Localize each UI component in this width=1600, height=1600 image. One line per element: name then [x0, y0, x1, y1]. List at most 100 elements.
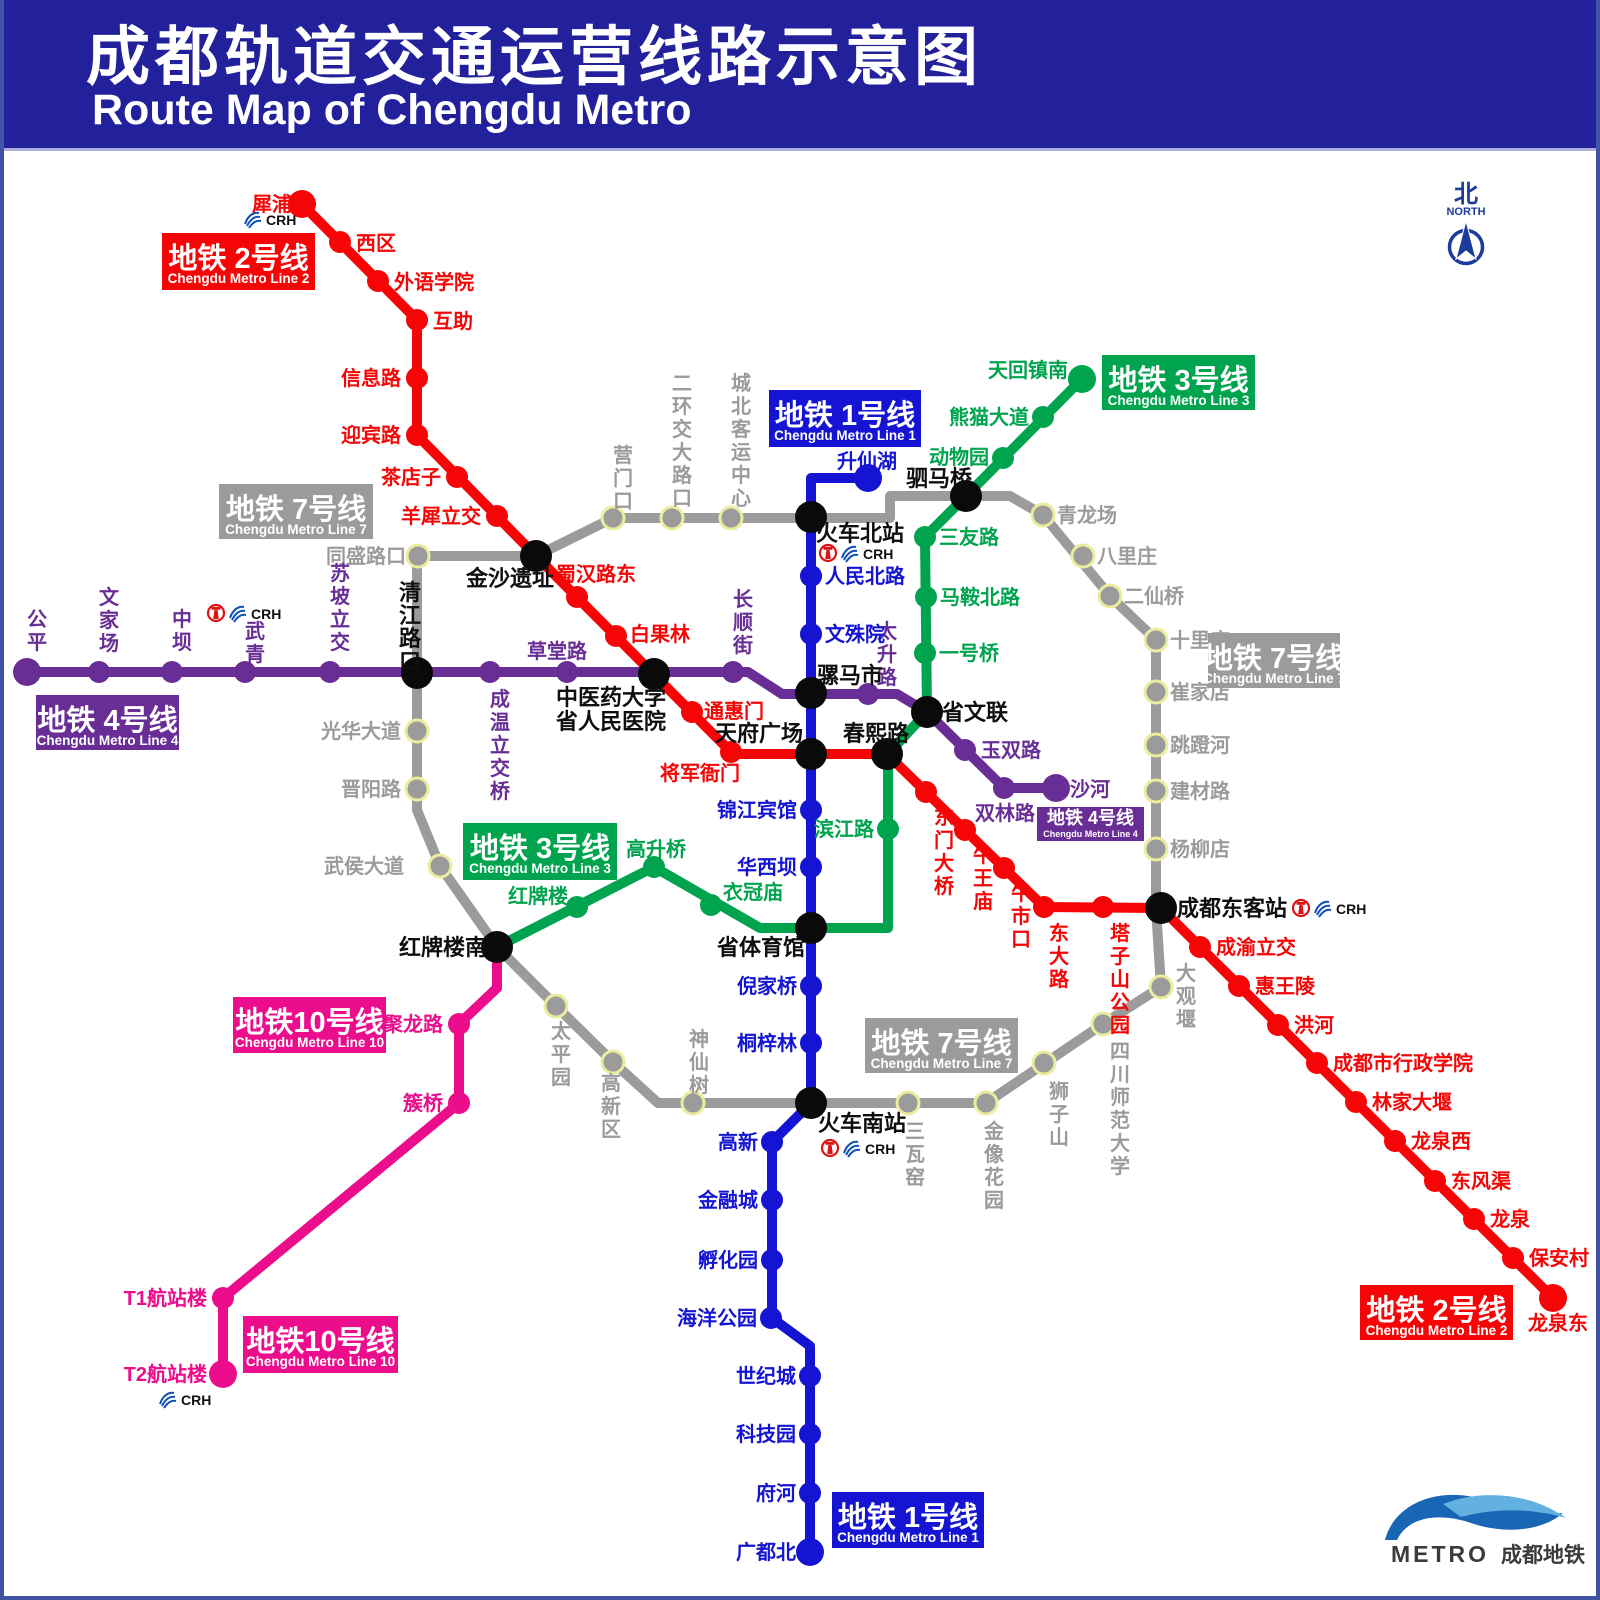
crh-swoosh-icon [841, 545, 859, 563]
line-badge-en: Chengdu Metro Line 7 [225, 522, 367, 537]
station-label-跳蹬河: 跳蹬河 [1170, 733, 1230, 757]
railway-icon [820, 1138, 840, 1158]
line-badge-zh: 地铁 7号线 [871, 1027, 1011, 1060]
station-dot-杨柳店 [1143, 836, 1169, 862]
station-dot-马鞍北路 [915, 586, 937, 608]
crh-swoosh-icon [244, 211, 262, 229]
station-label-衣冠庙: 衣冠庙 [723, 880, 783, 904]
station-dot-高新 [761, 1131, 783, 1153]
station-dot-成渝立交 [1189, 936, 1211, 958]
station-dot-光华大道 [404, 718, 430, 744]
station-label-火车南站: 火车南站 [818, 1111, 906, 1136]
station-dot-十里店 [1143, 627, 1169, 653]
station-label-牛市口: 牛市口 [1011, 881, 1031, 951]
station-label-高升桥: 高升桥 [626, 837, 687, 861]
line-badge-en: Chengdu Metro Line 7 [1203, 671, 1345, 686]
station-dot-城北客运中心 [718, 505, 744, 531]
station-label-海洋公园: 海洋公园 [677, 1306, 757, 1330]
station-label-长顺街: 长顺街 [732, 588, 754, 657]
station-label-科技园: 科技园 [736, 1422, 796, 1446]
station-dot-升仙湖 [854, 464, 882, 492]
rail-crh-icon-成都东客站: CRH [1291, 898, 1366, 918]
station-dot-将军衙门 [720, 741, 742, 763]
station-label-锦江宾馆: 锦江宾馆 [717, 798, 797, 822]
station-label-玉双路: 玉双路 [981, 738, 1042, 762]
station-dot-衣冠庙 [700, 894, 722, 916]
station-label-府河: 府河 [756, 1481, 796, 1505]
station-label-升仙湖: 升仙湖 [837, 449, 897, 473]
station-dot-中坝 [161, 661, 183, 683]
station-label-营门口: 营门口 [613, 443, 633, 513]
station-dot-牛王庙 [954, 819, 976, 841]
station-dot-迎宾路 [406, 424, 428, 446]
interchange-dot-清江路口 [401, 657, 433, 689]
station-dot-华西坝 [800, 856, 822, 878]
station-label-天回镇南: 天回镇南 [988, 358, 1068, 382]
line-badge-zh: 地铁 7号线 [226, 493, 366, 526]
line-badge-en: Chengdu Metro Line 10 [235, 1035, 384, 1050]
station-dot-营门口 [600, 505, 626, 531]
station-dot-太平园 [543, 993, 569, 1019]
crh-label: CRH [251, 606, 281, 622]
station-label-红牌楼: 红牌楼 [508, 884, 568, 908]
station-dot-文家场 [88, 661, 110, 683]
station-label-文家场: 文家场 [99, 585, 120, 655]
station-label-迎宾路: 迎宾路 [341, 423, 402, 447]
station-dot-蜀汉路东 [566, 586, 588, 608]
line-badge-zh: 地铁 7号线 [1204, 642, 1344, 675]
station-label-世纪城: 世纪城 [736, 1364, 796, 1388]
station-label-马鞍北路: 马鞍北路 [940, 585, 1021, 609]
line-badge-zh: 地铁 4号线 [1047, 807, 1134, 828]
logo-zh-text: 成都地铁 [1501, 1543, 1585, 1567]
station-label-保安村: 保安村 [1528, 1246, 1589, 1270]
line-badge-en: Chengdu Metro Line 4 [1043, 829, 1138, 839]
station-dot-沙河 [1042, 774, 1070, 802]
line-badge-zh: 地铁 4号线 [37, 704, 177, 737]
station-label-聚龙路: 聚龙路 [382, 1012, 444, 1036]
station-label-天府广场: 天府广场 [715, 721, 803, 746]
station-label-通惠门: 通惠门 [704, 699, 764, 723]
station-label-中坝: 中坝 [172, 607, 192, 654]
station-label-晋阳路: 晋阳路 [341, 777, 402, 801]
station-label-草堂路: 草堂路 [527, 639, 588, 663]
line-badge-zh: 地铁10号线 [246, 1325, 394, 1358]
station-label-倪家桥: 倪家桥 [737, 974, 798, 998]
station-dot-金融城 [761, 1189, 783, 1211]
station-label-孵化园: 孵化园 [698, 1248, 758, 1272]
station-label-东大路: 东大路 [1049, 921, 1070, 991]
station-dot-长顺街 [722, 661, 744, 683]
interchange-dot-金沙遗址 [520, 540, 552, 572]
station-label-高新: 高新 [718, 1130, 758, 1154]
station-dot-熊猫大道 [1032, 406, 1054, 428]
line-badge-en: Chengdu Metro Line 10 [246, 1354, 395, 1369]
station-label-火车北站: 火车北站 [816, 521, 904, 546]
crh-label: CRH [181, 1392, 211, 1408]
station-dot-犀浦 [288, 190, 316, 218]
station-dot-海洋公园 [760, 1307, 782, 1329]
interchange-dot-骡马市 [795, 677, 827, 709]
metro-line-10 [218, 942, 502, 1379]
station-label-二环交大路口: 二环交大路口 [672, 373, 693, 510]
interchange-dot-春熙路 [871, 738, 903, 770]
station-dot-动物园 [992, 447, 1014, 469]
station-label-塔子山公园: 塔子山公园 [1110, 922, 1131, 1037]
station-label-驷马桥: 驷马桥 [906, 466, 972, 491]
station-dot-天回镇南 [1068, 365, 1096, 393]
station-dot-跳蹬河 [1143, 732, 1169, 758]
station-dot-茶店子 [446, 466, 468, 488]
station-dot-建材路 [1143, 778, 1169, 804]
station-dot-崔家店 [1143, 679, 1169, 705]
station-label-青龙场: 青龙场 [1057, 503, 1117, 527]
crh-label: CRH [266, 212, 296, 228]
crh-swoosh-icon [1314, 900, 1332, 918]
station-label-互助: 互助 [433, 310, 473, 333]
station-label-簇桥: 簇桥 [402, 1091, 444, 1115]
station-label-羊犀立交: 羊犀立交 [401, 504, 481, 528]
interchange-dot-驷马桥 [950, 480, 982, 512]
station-dot-同盛路口 [405, 543, 431, 569]
station-label-四川师范大学: 四川师范大学 [1109, 1041, 1130, 1178]
